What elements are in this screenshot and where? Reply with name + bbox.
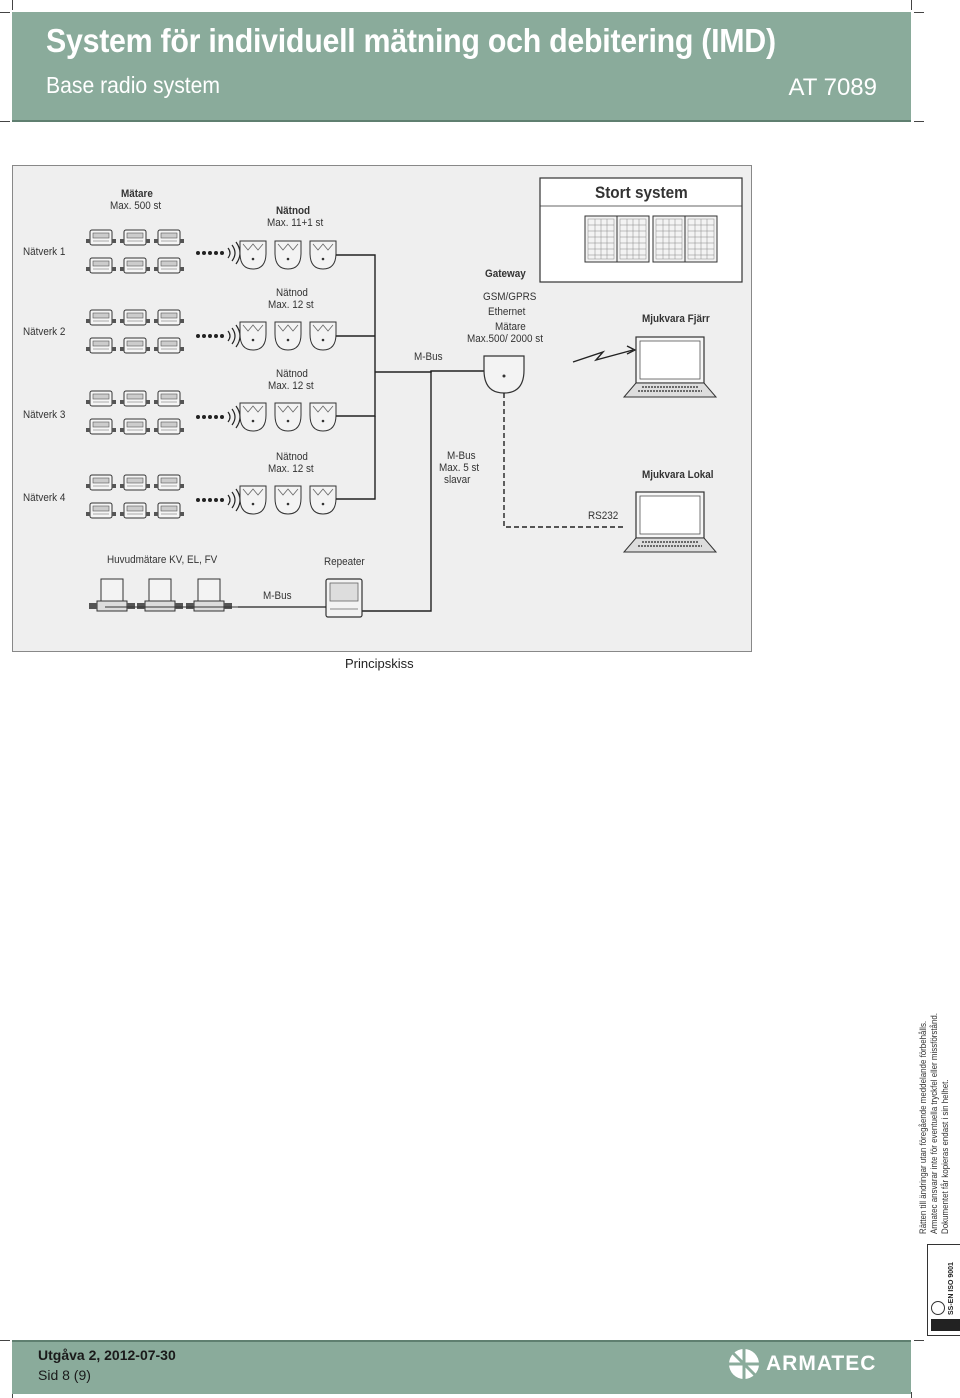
netnodes-network-2 — [239, 321, 337, 351]
edition-date: Utgåva 2, 2012-07-30 — [38, 1347, 176, 1363]
repeater-label: Repeater — [324, 556, 365, 568]
large-system-title: Stort system — [595, 183, 688, 202]
gsm-link-icon — [572, 349, 634, 363]
diagram-caption: Principskiss — [345, 656, 414, 671]
certification-badge: SS-EN ISO 9001 — [927, 1244, 960, 1336]
mbus-bottom-label: M-Bus — [263, 590, 292, 602]
netnode-max-3: Max. 12 st — [268, 380, 314, 392]
legal-line-3: Dokumentet får kopieras endast i sin hel… — [940, 1079, 950, 1234]
gateway-label: Gateway — [485, 268, 526, 280]
crop-mark — [914, 1340, 924, 1341]
rs232-label: RS232 — [588, 510, 619, 522]
mbus-label: M-Bus — [414, 351, 443, 363]
seal-icon — [931, 1301, 945, 1315]
meters-network-3 — [85, 390, 185, 435]
gateway-line-3: Mätare — [495, 321, 526, 333]
document-number: AT 7089 — [788, 74, 877, 101]
gateway-line-1: GSM/GPRS — [483, 291, 537, 303]
laptop-local-icon — [623, 491, 717, 553]
crop-mark — [0, 121, 10, 122]
mbus-slaves-line-2: Max. 5 st — [439, 462, 480, 474]
page-header: System för individuell mätning och debit… — [12, 12, 911, 122]
legal-line-1: Rätten till ändringar utan föregående me… — [918, 1020, 928, 1234]
page-subtitle: Base radio system — [46, 72, 221, 98]
meters-network-2 — [85, 309, 185, 354]
netnodes-network-3 — [239, 402, 337, 432]
page-title: System för individuell mätning och debit… — [46, 22, 776, 59]
main-meters-label: Huvudmätare KV, EL, FV — [107, 554, 218, 566]
legal-line-2: Armatec ansvarar inte för eventuella try… — [929, 1013, 939, 1234]
remote-software-label: Mjukvara Fjärr — [642, 313, 710, 325]
meters-label: Mätare — [121, 188, 153, 200]
network-label-1: Nätverk 1 — [23, 246, 66, 258]
page-number: Sid 8 (9) — [38, 1367, 91, 1383]
main-meters — [88, 578, 238, 612]
system-diagram: Nätverk 1 Nätverk 2 Nätverk 3 Nätverk 4 … — [12, 165, 752, 652]
brand-name: ARMATEC — [766, 1352, 877, 1375]
network-label-2: Nätverk 2 — [23, 326, 66, 338]
crop-mark — [914, 12, 924, 13]
rs232-link — [503, 393, 625, 528]
netnode-max-2: Max. 12 st — [268, 299, 314, 311]
repeater-device — [325, 578, 363, 618]
meters-network-4 — [85, 474, 185, 519]
netnode-label-2: Nätnod — [276, 287, 308, 299]
diagram-graphics — [85, 177, 743, 618]
crop-mark — [911, 1392, 912, 1398]
netnode-label-4: Nätnod — [276, 451, 308, 463]
crop-mark — [12, 1392, 13, 1398]
logo-mark-icon — [931, 1319, 960, 1331]
crop-mark — [0, 12, 10, 13]
local-software-label: Mjukvara Lokal — [642, 469, 714, 481]
mbus-wiring — [336, 254, 503, 612]
laptop-remote-icon — [623, 336, 717, 398]
crop-mark — [914, 121, 924, 122]
gateway-line-4: Max.500/ 2000 st — [467, 333, 543, 345]
crop-mark — [12, 0, 13, 10]
netnode-max-4: Max. 12 st — [268, 463, 314, 475]
gateway-line-2: Ethernet — [488, 306, 526, 318]
netnode-label-1: Nätnod — [276, 205, 311, 217]
network-label-3: Nätverk 3 — [23, 409, 66, 421]
certification-text: SS-EN ISO 9001 — [948, 1262, 955, 1315]
meters-max-label: Max. 500 st — [110, 200, 162, 212]
crop-mark — [911, 0, 912, 10]
armatec-logo-icon — [729, 1349, 759, 1379]
netnode-max-1: Max. 11+1 st — [267, 217, 324, 229]
meters-network-1 — [85, 229, 185, 274]
mbus-slaves-line-1: M-Bus — [447, 450, 476, 462]
page-footer: Utgåva 2, 2012-07-30 Sid 8 (9) — [12, 1340, 911, 1394]
brand-logo: ARMATEC — [728, 1346, 918, 1380]
legal-notice: Rätten till ändringar utan föregående me… — [918, 1013, 951, 1234]
netnodes-network-1 — [239, 240, 337, 270]
crop-mark — [0, 1340, 10, 1341]
network-label-4: Nätverk 4 — [23, 492, 66, 504]
netnode-label-3: Nätnod — [276, 368, 308, 380]
netnodes-network-4 — [239, 485, 337, 515]
mbus-slaves-line-3: slavar — [444, 474, 471, 486]
gateway-device — [483, 355, 525, 394]
